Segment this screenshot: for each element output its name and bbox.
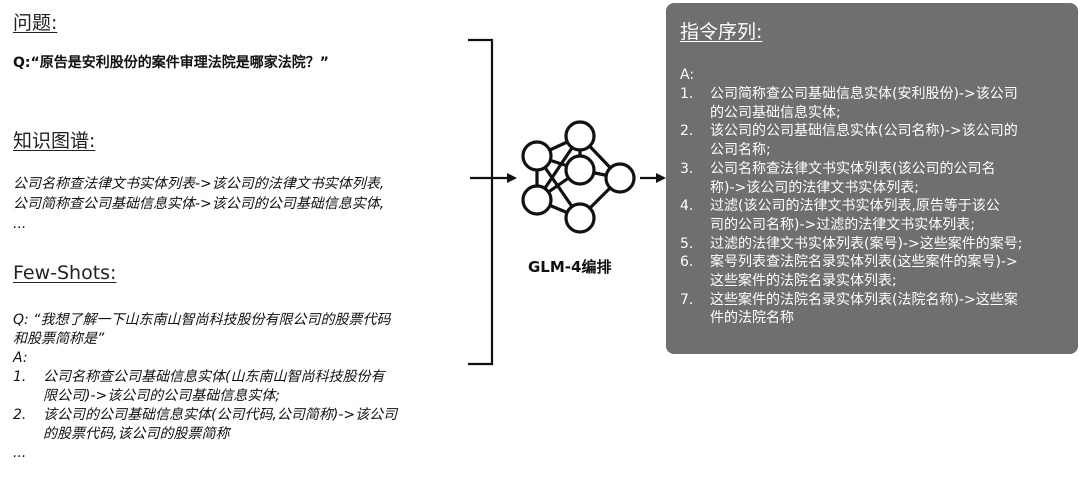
list-number: 5. [680,235,694,252]
list-number: 1. [13,369,27,385]
list-item: 5. 过滤的法律文书实体列表(案号)->这些案件的案号; [680,235,1072,254]
question-heading: 问题: [13,12,58,34]
knowledge-graph-heading: 知识图谱: [13,130,96,152]
list-line: 案号列表查法院名录实体列表(这些案件的案号)-> [710,254,1018,271]
list-number: 6. [680,254,694,271]
model-label: GLM-4编排 [528,258,612,276]
list-item: 1. 公司简称查公司基础信息实体(安利股份)->该公司 的公司基础信息实体; [680,85,1072,122]
list-line: 过滤的法律文书实体列表(案号)->这些案件的案号; [710,235,1023,252]
few-shot-question-line: 和股票简称是” [13,331,105,347]
neural-network-icon [521,120,636,234]
kg-line: 公司简称查公司基础信息实体->该公司的公司基础信息实体, [13,196,385,212]
list-line: 的公司基础信息实体; [710,104,841,121]
list-number: 7. [680,291,694,308]
knowledge-graph-lines: 公司名称查法律文书实体列表->该公司的法律文书实体列表, 公司简称查公司基础信息… [13,174,384,234]
list-line: 件的法院名称 [710,310,794,327]
list-line: 的股票代码,该公司的股票简称 [43,426,230,442]
list-line: 公司名称; [710,142,771,159]
bracket-line [468,38,494,366]
list-item: 4. 过滤(该公司的法律文书实体列表,原告等于该公 司的公司名称)->过滤的法律… [680,197,1072,234]
list-line: 称)->该公司的法律文书实体列表; [710,179,919,196]
kg-line: ... [13,216,27,232]
kg-line: 公司名称查法律文书实体列表->该公司的法律文书实体列表, [13,176,385,192]
list-number: 2. [680,123,694,140]
few-shot-ellipsis: ... [13,445,27,461]
list-item: 3. 公司名称查法律文书实体列表(该公司的公司名 称)->该公司的法律文书实体列… [680,160,1072,197]
few-shot-answer-label: A: [13,350,28,366]
list-line: 公司名称查法律文书实体列表(该公司的公司名 [710,160,996,177]
list-item: 2. 该公司的公司基础信息实体(公司代码,公司简称)->该公司 的股票代码,该公… [13,406,463,444]
instruction-list: 1. 公司简称查公司基础信息实体(安利股份)->该公司 的公司基础信息实体; 2… [680,85,1072,328]
few-shots-heading: Few-Shots: [13,262,117,284]
panel-title: 指令序列: [680,21,763,43]
list-line: 司的公司名称)->过滤的法律文书实体列表; [710,216,975,233]
list-item: 2. 该公司的公司基础信息实体(公司名称)->该公司的 公司名称; [680,122,1072,159]
panel-answer-label: A: [680,67,695,83]
list-line: 限公司)->该公司的公司基础信息实体; [43,388,280,404]
instruction-panel: 指令序列: A: 1. 公司简称查公司基础信息实体(安利股份)->该公司 的公司… [666,3,1078,354]
question-text: Q:“原告是安利股份的案件审理法院是哪家法院？” [13,55,329,71]
few-shot-question-line: Q: “我想了解一下山东南山智尚科技股份有限公司的股票代码 [13,312,391,328]
list-number: 2. [13,407,27,423]
list-line: 该公司的公司基础信息实体(公司代码,公司简称)->该公司 [43,407,398,423]
list-line: 该公司的公司基础信息实体(公司名称)->该公司的 [710,123,1018,140]
list-number: 3. [680,160,694,177]
few-shot-answer-list: 1. 公司名称查公司基础信息实体(山东南山智尚科技股份有 限公司)->该公司的公… [13,368,463,444]
list-item: 7. 这些案件的法院名录实体列表(法院名称)->这些案 件的法院名称 [680,291,1072,328]
list-line: 公司简称查公司基础信息实体(安利股份)->该公司 [710,86,1018,102]
list-line: 这些案件的法院名录实体列表(法院名称)->这些案 [710,291,1018,308]
list-number: 4. [680,198,694,215]
list-item: 6. 案号列表查法院名录实体列表(这些案件的案号)-> 这些案件的法院名录实体列… [680,253,1072,290]
list-line: 这些案件的法院名录实体列表; [710,273,897,290]
list-line: 公司名称查公司基础信息实体(山东南山智尚科技股份有 [43,369,385,385]
list-number: 1. [680,86,694,102]
list-line: 过滤(该公司的法律文书实体列表,原告等于该公 [710,198,1000,215]
few-shots-block: Q: “我想了解一下山东南山智尚科技股份有限公司的股票代码 和股票简称是” A:… [13,311,463,463]
list-item: 1. 公司名称查公司基础信息实体(山东南山智尚科技股份有 限公司)->该公司的公… [13,368,463,406]
